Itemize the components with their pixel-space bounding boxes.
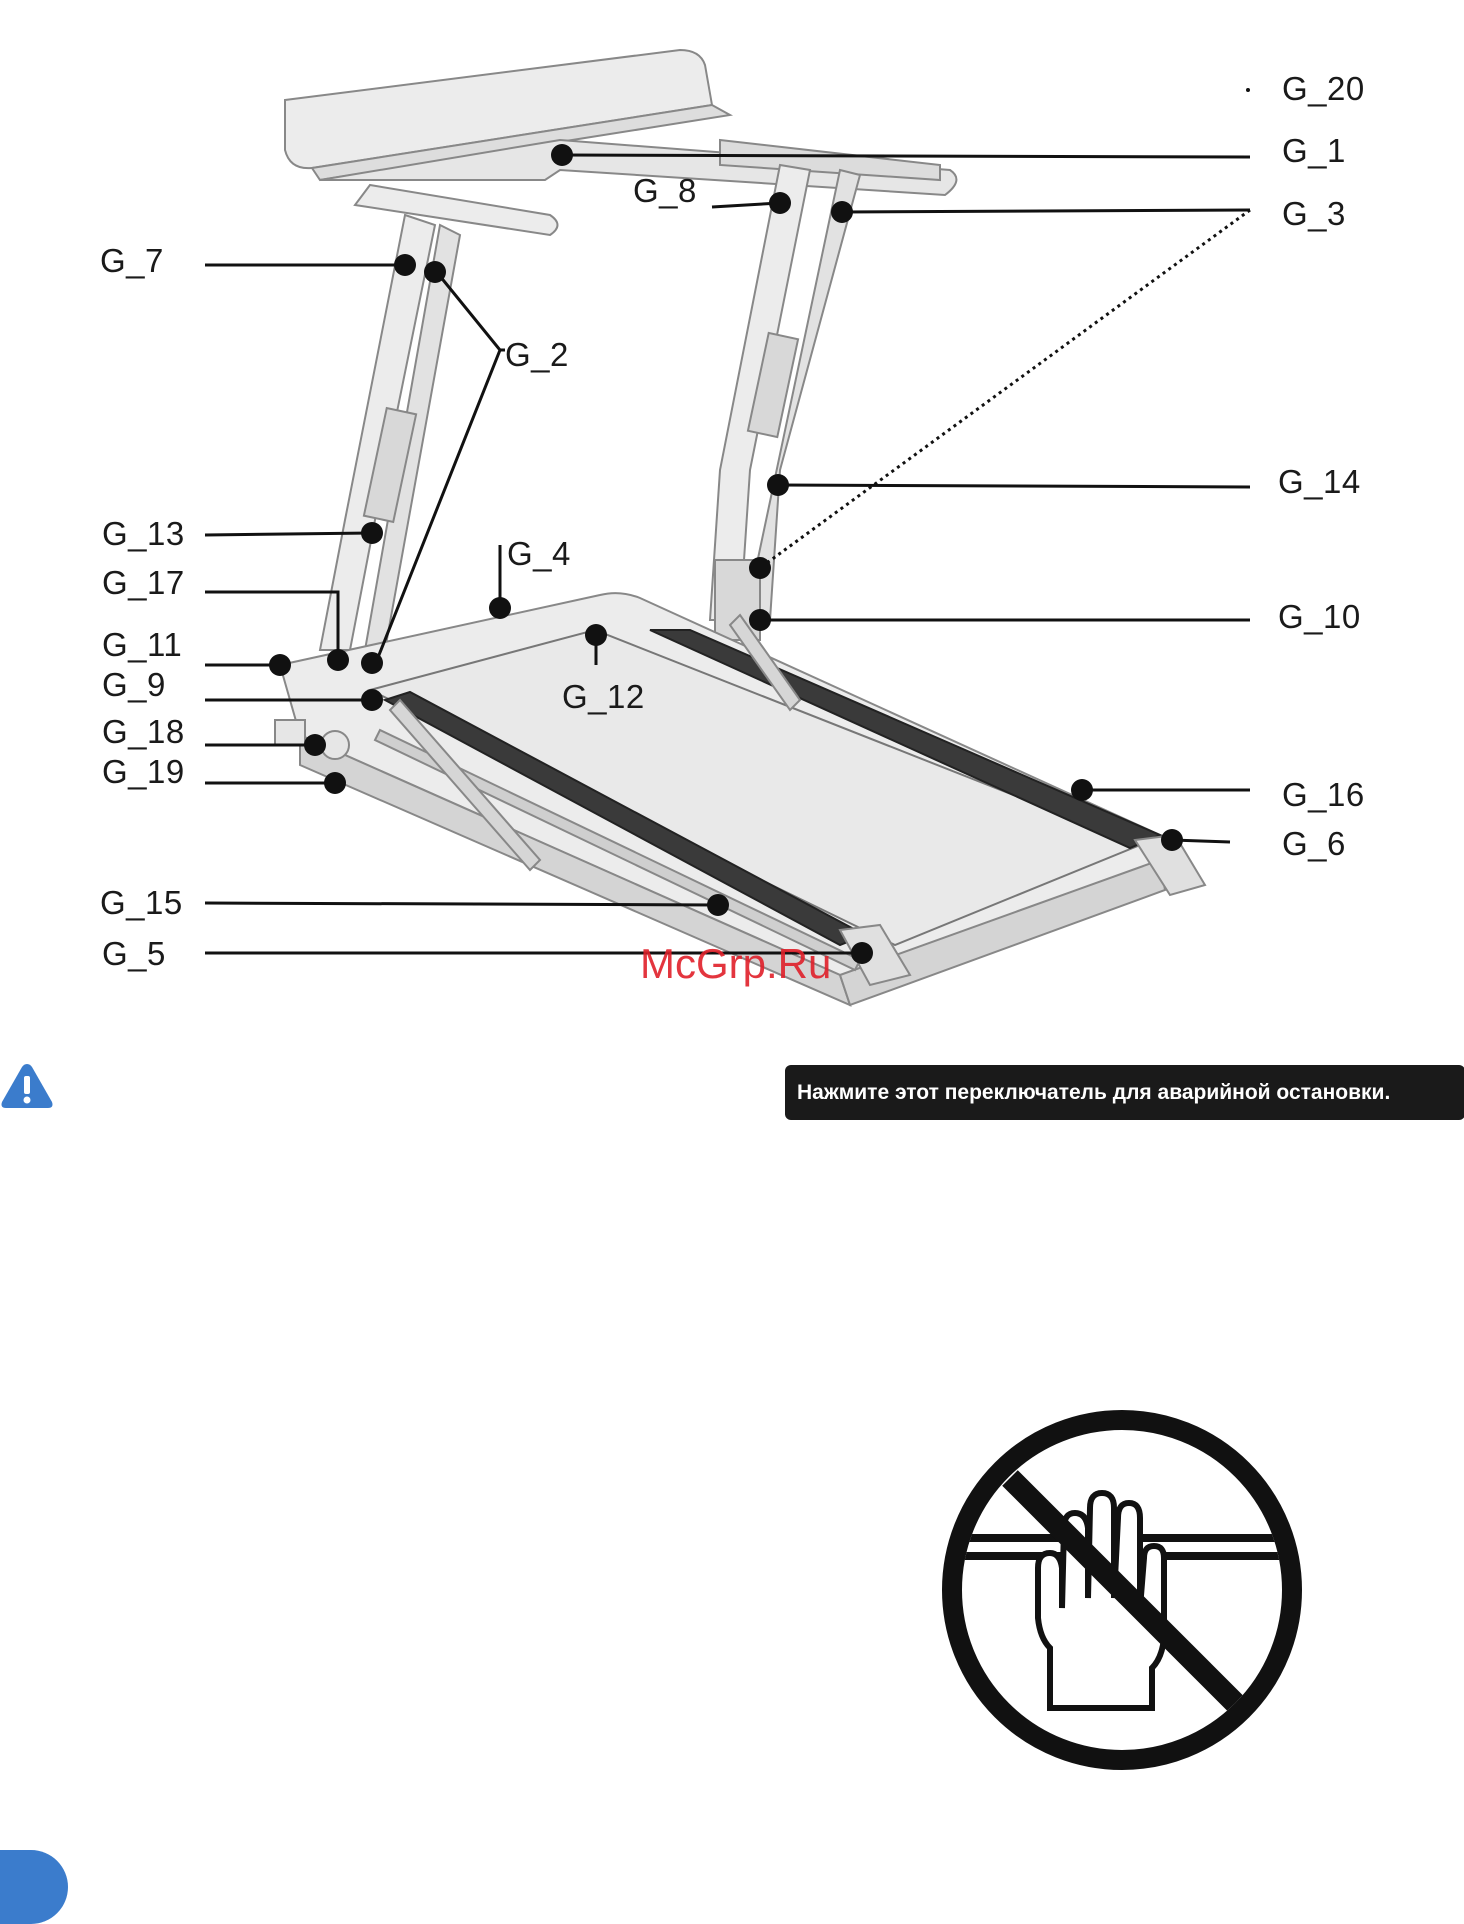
label-g7: G_7 xyxy=(100,244,164,277)
label-g4: G_4 xyxy=(507,537,571,570)
watermark: McGrp.Ru xyxy=(640,940,831,988)
no-hand-icon xyxy=(940,1408,1305,1773)
label-g18: G_18 xyxy=(102,715,185,748)
emergency-stop-notice: Нажмите этот переключатель для аварийной… xyxy=(785,1065,1464,1120)
label-g20: G_20 xyxy=(1282,72,1365,105)
label-g16: G_16 xyxy=(1282,778,1365,811)
label-g6: G_6 xyxy=(1282,827,1346,860)
page-marker xyxy=(0,1850,68,1924)
label-g15: G_15 xyxy=(100,886,183,919)
label-g3: G_3 xyxy=(1282,197,1346,230)
label-g19: G_19 xyxy=(102,755,185,788)
label-g10: G_10 xyxy=(1278,600,1361,633)
warning-triangle-icon xyxy=(0,1062,54,1110)
label-g12: G_12 xyxy=(562,680,645,713)
label-g8: G_8 xyxy=(633,174,697,207)
label-g5: G_5 xyxy=(102,937,166,970)
label-g13: G_13 xyxy=(102,517,185,550)
label-g14: G_14 xyxy=(1278,465,1361,498)
label-g17: G_17 xyxy=(102,566,185,599)
label-g2: G_2 xyxy=(505,338,569,371)
label-g9: G_9 xyxy=(102,668,166,701)
label-g11: G_11 xyxy=(102,628,182,661)
label-g1: G_1 xyxy=(1282,134,1346,167)
treadmill-diagram xyxy=(0,0,1464,1030)
